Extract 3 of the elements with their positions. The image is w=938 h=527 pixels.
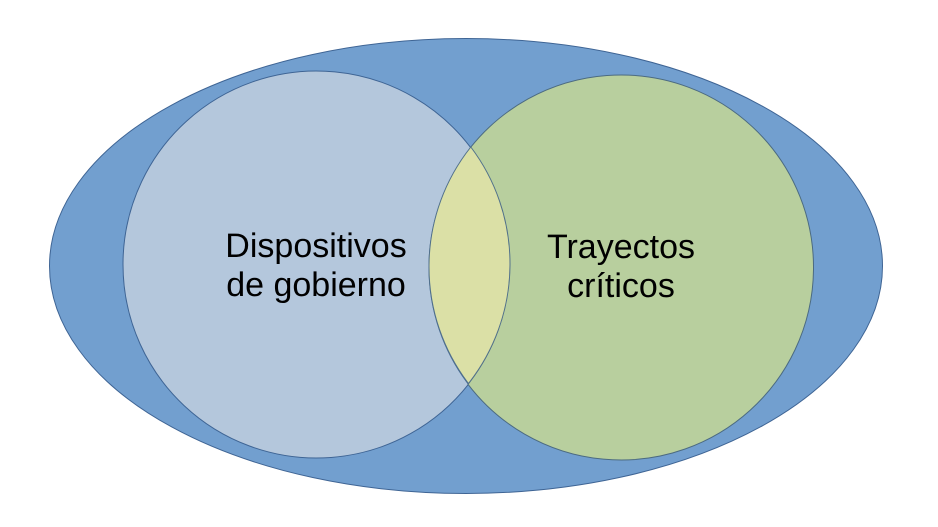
outer-ellipse (49, 38, 883, 494)
circle-label: Trayectos críticos (546, 228, 696, 306)
circle-label: Dispositivos de gobierno (225, 226, 407, 304)
